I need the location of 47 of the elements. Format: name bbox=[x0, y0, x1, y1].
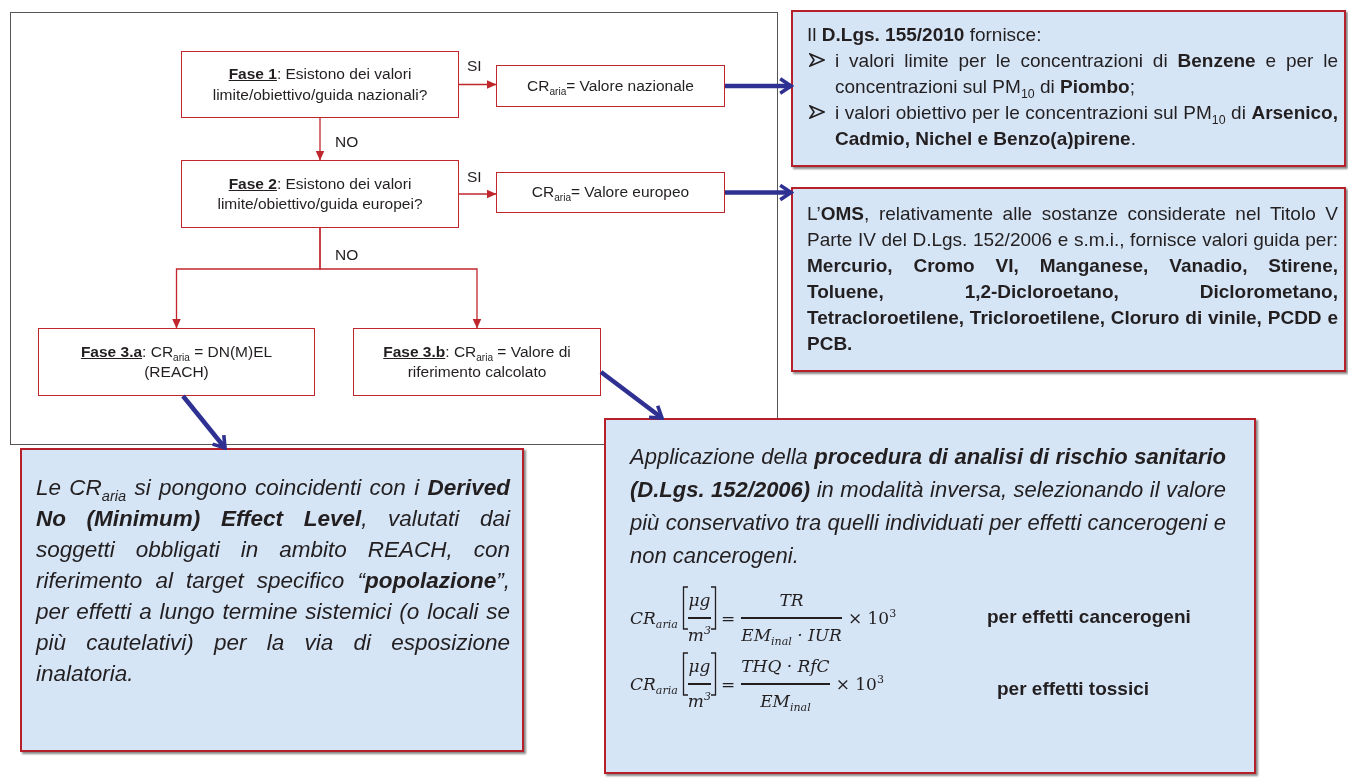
formula-term: m$^{3}$ bbox=[687, 689, 711, 713]
arrow bbox=[315, 117, 325, 161]
process-box bbox=[38, 328, 315, 396]
step-text: CR$_{aria}$= Valore europeo bbox=[531, 182, 690, 203]
formula-term: TR bbox=[779, 589, 804, 613]
result-box bbox=[496, 172, 725, 213]
decision-box bbox=[181, 160, 459, 228]
note-box bbox=[791, 10, 1346, 167]
arrow bbox=[458, 80, 497, 89]
formula-term: EM$_{inal}$ bbox=[760, 689, 811, 717]
formula-term: μg bbox=[688, 589, 711, 613]
paragraph: Applicazione della procedura di analisi di rischio sanitario (D.Lgs. 152/2006) in modalità inversa, selezionando il valore più conservativo tra quelli individuati per effetti cancerogeni e non cancerogeni. bbox=[630, 443, 1226, 570]
formula-term: μg bbox=[688, 655, 711, 679]
arrow bbox=[725, 183, 793, 202]
paragraph: Le CR$_{aria}$ si pongono coincidenti con i Derived No (Minimum) Effect Level, valutati dai soggetti obbligati in ambito REACH, con riferimento al target specifico “popolazione”, per effetti a lungo termine sistemici (o locali se più cautelativi) per la via di esposizione inalatoria. bbox=[36, 474, 510, 688]
step-text: CR$_{aria}$= Valore nazionale bbox=[527, 75, 694, 97]
paragraph: L’OMS, relativamente alle sostanze considerate nel Titolo V Parte IV del D.Lgs. 152/2006 e s.m.i., fornisce valori guida per: Mercurio, Cromo VI, Manganese, Vanadio, Stirene, Toluene, 1,2-Dicloroetano, Diclorometano, Tetracloroetilene, Tricloroetilene, Cloruro di vinile, PCDD e PCB. bbox=[807, 202, 1338, 356]
formula-term: EM$_{inal}$ · IUR bbox=[741, 623, 842, 651]
formula-term: THQ · RfC bbox=[741, 655, 830, 679]
formula-note: per effetti cancerogeni bbox=[987, 605, 1191, 629]
note-box bbox=[791, 187, 1346, 372]
step-text: Fase 1: Esistono dei valori limite/obiettivo/guida nazionali? bbox=[211, 64, 429, 105]
formula-term: CR$_{aria}$ bbox=[630, 672, 678, 699]
formula-term: m$^{3}$ bbox=[687, 623, 711, 647]
formula-term: CR$_{aria}$ bbox=[630, 606, 678, 633]
formula-operator: = bbox=[720, 606, 736, 630]
note-box bbox=[604, 418, 1256, 774]
bullet-text: i valori limite per le concentrazioni di Benzene e per le concentrazioni sul PM$_{10}$ di Piombo; bbox=[835, 49, 1338, 100]
step-text: Fase 3.b: CR$_{aria}$ = Valore di riferimento calcolato bbox=[382, 341, 572, 382]
paragraph: Il D.Lgs. 155/2010 fornisce: bbox=[807, 23, 1043, 47]
process-box bbox=[353, 328, 601, 396]
formula-operator: = bbox=[720, 672, 736, 696]
arrow bbox=[725, 77, 793, 95]
decision-box bbox=[181, 51, 459, 118]
note-box bbox=[20, 448, 524, 752]
step-text: Fase 3.a: CR$_{aria}$ = DN(M)EL (REACH) bbox=[79, 341, 274, 382]
arrow bbox=[599, 370, 664, 420]
frame-box bbox=[10, 12, 778, 445]
formula-term: × 10$^{3}$ bbox=[847, 605, 897, 630]
formula-term: × 10$^{3}$ bbox=[835, 671, 884, 696]
arrow bbox=[181, 394, 227, 450]
step-text: Fase 2: Esistono dei valori limite/obiettivo/guida europei? bbox=[216, 173, 424, 214]
result-box bbox=[496, 65, 725, 107]
bullet-text: i valori obiettivo per le concentrazioni sul PM$_{10}$ di Arsenico, Cadmio, Nichel e Benzo(a)pirene. bbox=[835, 101, 1338, 151]
arrow bbox=[319, 227, 482, 329]
formula-note: per effetti tossici bbox=[997, 677, 1150, 701]
arrow bbox=[458, 189, 497, 199]
